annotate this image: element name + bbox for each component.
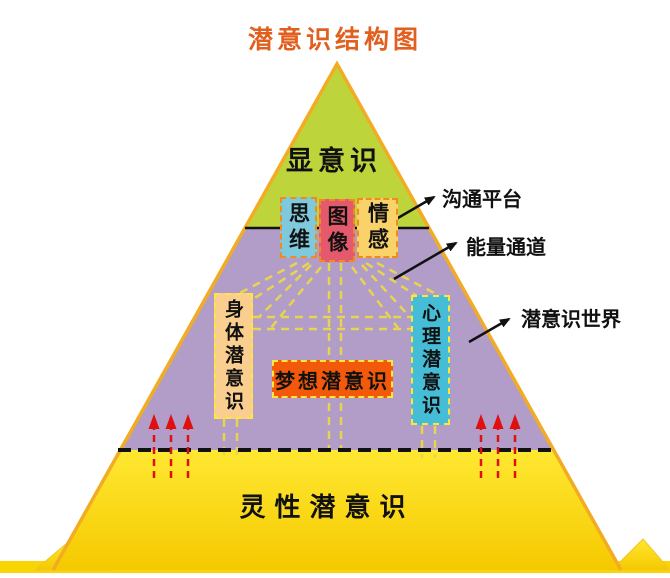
spiritual-section-label: 灵性潜意识 xyxy=(239,493,415,523)
right-small-peak xyxy=(610,538,670,571)
body-subconscious-box: 身体潜意识 xyxy=(214,293,253,419)
communication-platform-label: 沟通平台 xyxy=(442,187,522,211)
rising-energy-arrows xyxy=(148,414,521,478)
pyramid-outline xyxy=(51,60,623,571)
energy-channel-label: 能量通道 xyxy=(466,235,546,259)
conscious-section xyxy=(245,64,429,228)
spiritual-section xyxy=(53,450,621,570)
subconscious-world-label: 潜意识世界 xyxy=(521,307,621,331)
emotion-box: 情感 xyxy=(357,198,398,258)
image-box: 图像 xyxy=(319,199,355,262)
annotation-arrows xyxy=(390,195,511,344)
dream-subconscious-box: 梦想潜意识 xyxy=(272,360,393,398)
thinking-box: 思维 xyxy=(280,197,317,258)
psyche-subconscious-box: 心理潜意识 xyxy=(411,295,450,425)
conscious-section-label: 显意识 xyxy=(286,146,382,177)
diagram-title: 潜意识结构图 xyxy=(247,25,422,54)
